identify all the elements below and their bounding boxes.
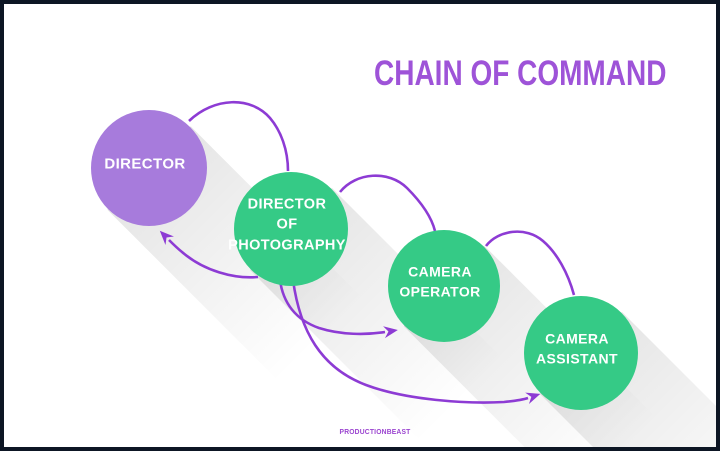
node-director [91,110,207,226]
arrow-dop-to-director [159,230,259,279]
arc-dop-to-camera-operator [338,174,437,232]
node-label-director: DIRECTOR [104,155,186,173]
node-camera-operator [388,230,500,342]
node-label-camera-operator: CAMERA OPERATOR [399,263,481,299]
node-label-camera-assistant: CAMERA ASSISTANT [536,330,618,366]
arc-camera-operator-to-camera-assistant [484,230,576,296]
arc-director-to-dop [188,100,290,172]
arrow-dop-to-camera-operator [278,279,398,339]
chain-of-command-diagram [91,100,716,447]
page-title: CHAIN OF COMMAND [374,54,667,93]
node-camera-assistant [524,296,638,410]
node-label-director-of-photography: DIRECTOR OF PHOTOGRAPHY [228,196,346,254]
arrow-dop-to-camera-assistant [291,279,541,405]
node-director-of-photography [234,172,348,286]
productionbeast-watermark: PRODUCTIONBEAST [339,427,411,436]
